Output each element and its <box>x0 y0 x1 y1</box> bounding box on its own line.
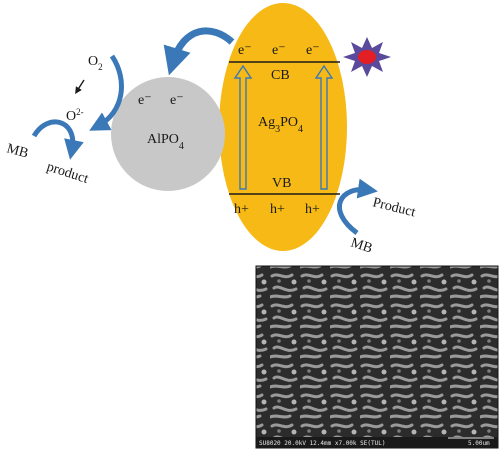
ag3po4-particle <box>219 3 347 251</box>
o2-label: O2 <box>88 54 103 72</box>
sem-micrograph: SU8020 20.0kV 12.4mm x7.00k SE(TUL) 5.00… <box>255 265 499 449</box>
left-product-label: product <box>45 160 90 188</box>
left-mb-label: MB <box>5 141 30 161</box>
vb-label: VB <box>272 176 291 191</box>
alpo4-electron-2: e⁻ <box>170 93 184 108</box>
alpo4-label: AlPO4 <box>147 132 184 152</box>
ag3po4-electron-2: e⁻ <box>272 43 286 58</box>
curved-arrow-icon <box>336 178 378 236</box>
alpo4-particle <box>111 77 225 191</box>
sem-info-text: SU8020 20.0kV 12.4mm x7.00k SE(TUL) <box>259 440 385 447</box>
curved-arrow-icon <box>163 27 235 76</box>
ag3po4-hole-2: h+ <box>270 202 285 217</box>
sem-info-bar <box>256 437 498 448</box>
curved-arrow-icon <box>31 119 84 160</box>
cb-label: CB <box>271 68 290 83</box>
up-arrow-icon <box>233 64 253 190</box>
ag3po4-hole-3: h+ <box>305 202 320 217</box>
right-product-label: Product <box>371 195 417 220</box>
ag3po4-label: Ag3PO4 <box>258 115 303 135</box>
ag3po4-hole-1: h+ <box>234 202 249 217</box>
alpo4-electron-1: e⁻ <box>138 93 152 108</box>
curved-arrow-icon <box>89 54 124 131</box>
ag3po4-electron-3: e⁻ <box>306 43 320 58</box>
excitation-arrow-left <box>233 64 253 190</box>
light-star-icon <box>343 37 391 77</box>
up-arrow-icon <box>314 64 334 190</box>
superoxide-label: O2- <box>66 107 84 124</box>
ag3po4-electron-1: e⁻ <box>238 43 252 58</box>
excitation-arrow-right <box>314 64 334 190</box>
o2-conversion-arrow <box>75 79 85 94</box>
sem-scale-text: 5.00um <box>468 440 490 447</box>
right-mb-label: MB <box>349 236 374 257</box>
